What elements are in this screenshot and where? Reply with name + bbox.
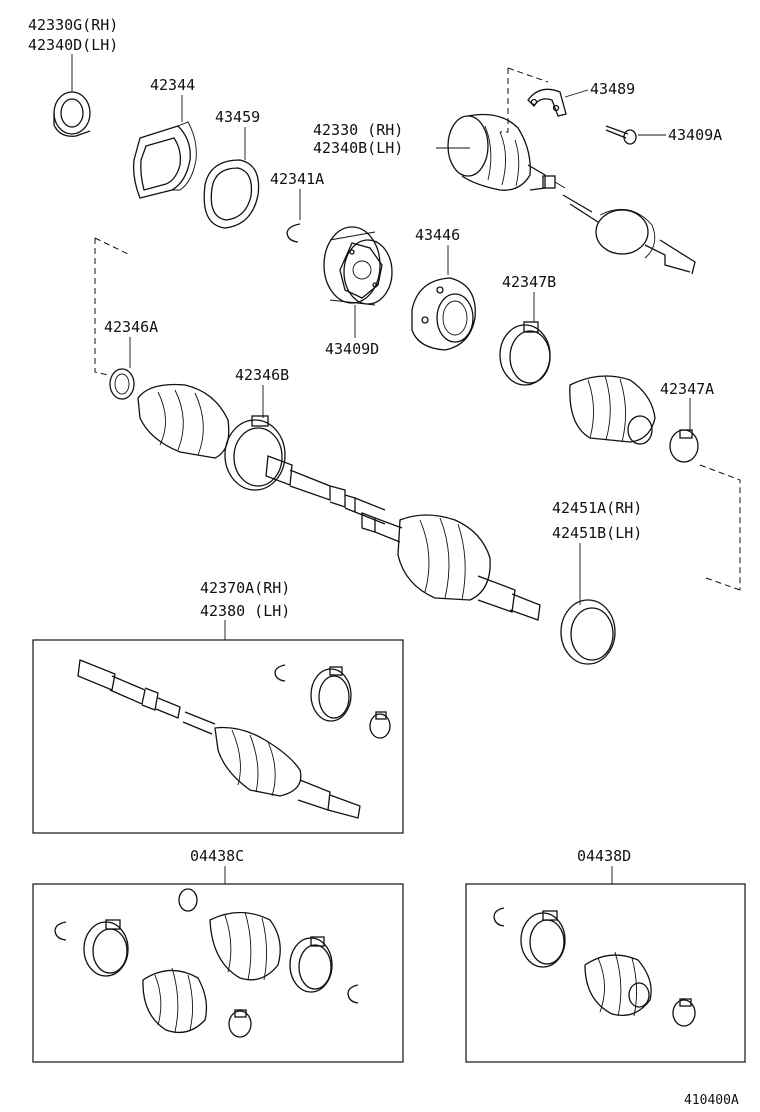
label-42330: 42330 (RH) bbox=[313, 121, 403, 139]
label-42380: 42380 (LH) bbox=[200, 602, 290, 620]
bolt-43409A bbox=[605, 125, 637, 145]
clip-42341A bbox=[286, 223, 301, 243]
seal-42451A bbox=[560, 599, 616, 665]
label-42347B: 42347B bbox=[502, 273, 556, 291]
bearing-43446 bbox=[323, 226, 393, 306]
label-43409A: 43409A bbox=[668, 126, 722, 144]
leader-lines bbox=[71, 54, 691, 884]
clamp-42347B bbox=[499, 321, 551, 386]
kit-04438C-sketch bbox=[54, 888, 359, 1038]
box-shaft-assembly bbox=[32, 639, 404, 834]
clamp-42347A bbox=[669, 429, 699, 463]
shaft-assembly-sketch bbox=[77, 659, 391, 819]
seal-42330G bbox=[53, 91, 91, 137]
label-42346A: 42346A bbox=[104, 318, 158, 336]
outer-joint-42330 bbox=[447, 113, 696, 275]
label-43459: 43459 bbox=[215, 108, 260, 126]
clamp-42346A bbox=[109, 368, 135, 400]
kit-04438D-sketch bbox=[493, 907, 696, 1027]
label-04438C: 04438C bbox=[190, 847, 244, 865]
box-kit-04438D bbox=[465, 883, 746, 1063]
inboard-boot-right bbox=[569, 375, 656, 445]
label-43489: 43489 bbox=[590, 80, 635, 98]
ring-43459 bbox=[203, 159, 260, 229]
box-kit-04438C bbox=[32, 883, 404, 1063]
main-shaft-assembly bbox=[137, 383, 541, 621]
label-42330G: 42330G(RH) bbox=[28, 16, 118, 34]
label-43409D: 43409D bbox=[325, 340, 379, 358]
band-42344 bbox=[132, 121, 197, 199]
label-42344: 42344 bbox=[150, 76, 195, 94]
plate-43489 bbox=[527, 88, 567, 117]
label-42451B: 42451B(LH) bbox=[552, 524, 642, 542]
label-42346B: 42346B bbox=[235, 366, 289, 384]
label-42451A: 42451A(RH) bbox=[552, 499, 642, 517]
dashed-guides bbox=[94, 67, 741, 591]
label-42347A: 42347A bbox=[660, 380, 714, 398]
label-42340B: 42340B(LH) bbox=[313, 139, 403, 157]
label-42341A: 42341A bbox=[270, 170, 324, 188]
label-42340D: 42340D(LH) bbox=[28, 36, 118, 54]
diagram-id: 410400A bbox=[684, 1093, 739, 1108]
label-04438D: 04438D bbox=[577, 847, 631, 865]
flange-43446 bbox=[411, 277, 476, 351]
label-43446: 43446 bbox=[415, 226, 460, 244]
label-42370A: 42370A(RH) bbox=[200, 579, 290, 597]
